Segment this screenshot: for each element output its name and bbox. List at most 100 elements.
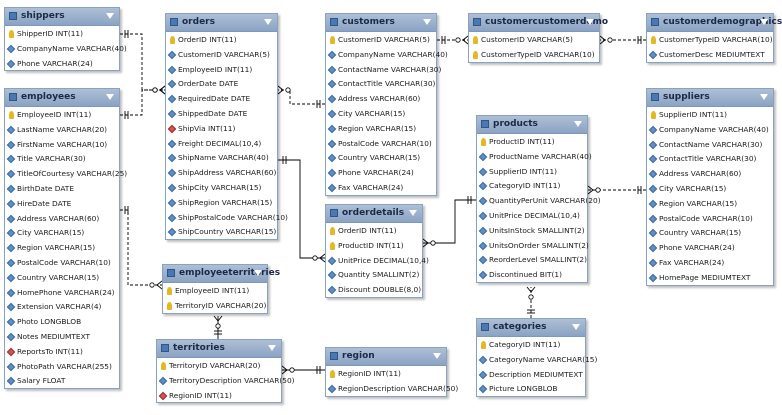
collapse-arrow-icon[interactable] — [760, 19, 768, 25]
column-row[interactable]: Address VARCHAR(60) — [326, 92, 436, 107]
column-row[interactable]: EmployeeID INT(11) — [163, 284, 267, 299]
column-row[interactable]: CompanyName VARCHAR(40) — [5, 42, 127, 57]
column-row[interactable]: BirthDate DATE — [5, 182, 119, 197]
customers-orders-line[interactable] — [278, 89, 325, 105]
column-row[interactable]: ReportsTo INT(11) — [5, 345, 119, 360]
column-row[interactable]: Phone VARCHAR(24) — [5, 57, 119, 72]
column-row[interactable]: UnitsInStock SMALLINT(2) — [477, 224, 587, 239]
column-row[interactable]: PostalCode VARCHAR(10) — [326, 137, 436, 152]
column-row[interactable]: OrderDate DATE — [166, 77, 277, 92]
column-row[interactable]: ProductID INT(11) — [477, 135, 587, 150]
collapse-arrow-icon[interactable] — [264, 19, 272, 25]
table-header[interactable]: employees — [5, 89, 119, 107]
column-row[interactable]: HomePhone VARCHAR(24) — [5, 286, 119, 301]
column-row[interactable]: Picture LONGBLOB — [477, 382, 585, 397]
column-row[interactable]: Notes MEDIUMTEXT — [5, 330, 119, 345]
column-row[interactable]: Photo LONGBLOB — [5, 315, 119, 330]
column-row[interactable]: HireDate DATE — [5, 197, 119, 212]
products-orderdetails-line[interactable] — [423, 199, 476, 244]
column-row[interactable]: EmployeeID INT(11) — [166, 63, 277, 78]
column-row[interactable]: HomePage MEDIUMTEXT — [647, 271, 773, 286]
column-row[interactable]: RegionDescription VARCHAR(50) — [326, 382, 458, 397]
column-row[interactable]: Address VARCHAR(60) — [647, 167, 773, 182]
column-row[interactable]: TitleOfCourtesy VARCHAR(25) — [5, 167, 127, 182]
column-row[interactable]: ShippedDate DATE — [166, 107, 277, 122]
column-row[interactable]: Discontinued BIT(1) — [477, 268, 587, 283]
column-row[interactable]: ContactTitle VARCHAR(30) — [647, 152, 773, 167]
column-row[interactable]: CategoryID INT(11) — [477, 338, 585, 353]
column-row[interactable]: Country VARCHAR(15) — [5, 271, 119, 286]
table-header[interactable]: region — [326, 348, 446, 366]
collapse-arrow-icon[interactable] — [423, 19, 431, 25]
column-row[interactable]: ProductID INT(11) — [326, 239, 422, 254]
column-row[interactable]: Address VARCHAR(60) — [5, 212, 119, 227]
table-header[interactable]: orderdetails — [326, 205, 422, 223]
collapse-arrow-icon[interactable] — [572, 324, 580, 330]
column-row[interactable]: Phone VARCHAR(24) — [326, 166, 436, 181]
table-header[interactable]: customers — [326, 14, 436, 32]
table-header[interactable]: customercustomerdemo — [469, 14, 608, 32]
collapse-arrow-icon[interactable] — [106, 94, 114, 100]
column-row[interactable]: ShipAddress VARCHAR(60) — [166, 166, 277, 181]
column-row[interactable]: UnitPrice DECIMAL(10,4) — [326, 254, 429, 269]
column-row[interactable]: Description MEDIUMTEXT — [477, 368, 585, 383]
column-row[interactable]: ShipRegion VARCHAR(15) — [166, 196, 277, 211]
column-row[interactable]: City VARCHAR(15) — [647, 182, 773, 197]
table-header[interactable]: shippers — [5, 8, 119, 26]
column-row[interactable]: Phone VARCHAR(24) — [647, 241, 773, 256]
collapse-arrow-icon[interactable] — [586, 19, 594, 25]
column-row[interactable]: UnitPrice DECIMAL(10,4) — [477, 209, 587, 224]
column-row[interactable]: Extension VARCHAR(4) — [5, 300, 119, 315]
column-row[interactable]: CategoryID INT(11) — [477, 179, 587, 194]
column-row[interactable]: TerritoryID VARCHAR(20) — [157, 359, 281, 374]
column-row[interactable]: ContactName VARCHAR(30) — [647, 138, 773, 153]
table-header[interactable]: orders — [166, 14, 277, 32]
column-row[interactable]: ProductName VARCHAR(40) — [477, 150, 592, 165]
column-row[interactable]: CustomerTypeID VARCHAR(10) — [469, 48, 599, 63]
column-row[interactable]: CompanyName VARCHAR(40) — [326, 48, 448, 63]
collapse-arrow-icon[interactable] — [254, 270, 262, 276]
column-row[interactable]: CategoryName VARCHAR(15) — [477, 353, 597, 368]
column-row[interactable]: OrderID INT(11) — [166, 33, 277, 48]
column-row[interactable]: ContactName VARCHAR(30) — [326, 63, 441, 78]
column-row[interactable]: EmployeeID INT(11) — [5, 108, 119, 123]
column-row[interactable]: Region VARCHAR(15) — [5, 241, 119, 256]
column-row[interactable]: Fax VARCHAR(24) — [326, 181, 436, 196]
column-row[interactable]: Discount DOUBLE(8,0) — [326, 283, 422, 298]
column-row[interactable]: QuantityPerUnit VARCHAR(20) — [477, 194, 601, 209]
table-header[interactable]: products — [477, 116, 587, 134]
column-row[interactable]: SupplierID INT(11) — [477, 165, 587, 180]
column-row[interactable]: Quantity SMALLINT(2) — [326, 268, 422, 283]
column-row[interactable]: TerritoryID VARCHAR(20) — [163, 299, 267, 314]
column-row[interactable]: Freight DECIMAL(10,4) — [166, 137, 277, 152]
column-row[interactable]: Country VARCHAR(15) — [326, 151, 436, 166]
employees-employeeterritories-line[interactable] — [120, 209, 162, 286]
column-row[interactable]: FirstName VARCHAR(10) — [5, 138, 119, 153]
table-header[interactable]: territories — [157, 340, 281, 358]
employees-orders-line[interactable] — [120, 89, 165, 116]
column-row[interactable]: CustomerTypeID VARCHAR(10) — [647, 33, 773, 48]
column-row[interactable]: ReorderLevel SMALLINT(2) — [477, 253, 587, 268]
collapse-arrow-icon[interactable] — [574, 121, 582, 127]
column-row[interactable]: CustomerDesc MEDIUMTEXT — [647, 48, 773, 63]
table-header[interactable]: categories — [477, 319, 585, 337]
column-row[interactable]: Country VARCHAR(15) — [647, 226, 773, 241]
column-row[interactable]: SupplierID INT(11) — [647, 108, 773, 123]
column-row[interactable]: OrderID INT(11) — [326, 224, 422, 239]
collapse-arrow-icon[interactable] — [433, 353, 441, 359]
orders-orderdetails-line[interactable] — [278, 159, 325, 259]
column-row[interactable]: TerritoryDescription VARCHAR(50) — [157, 374, 295, 389]
column-row[interactable]: UnitsOnOrder SMALLINT(2) — [477, 239, 589, 254]
column-row[interactable]: Title VARCHAR(30) — [5, 152, 119, 167]
